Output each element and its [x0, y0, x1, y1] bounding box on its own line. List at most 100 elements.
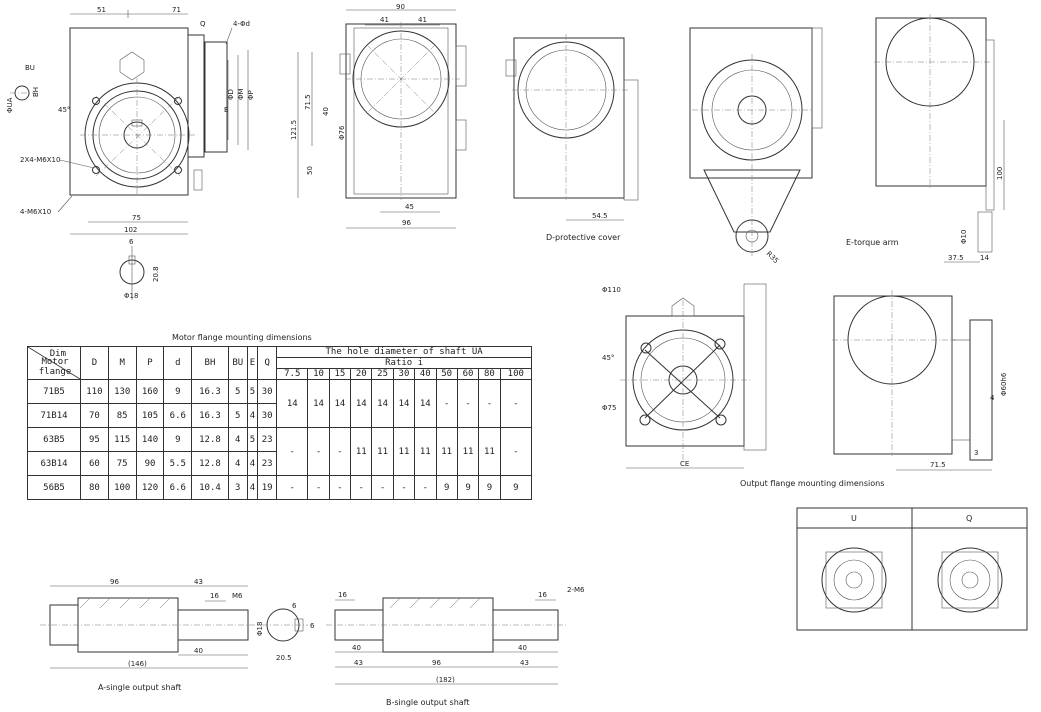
dim-b-43b: 43 — [520, 659, 529, 667]
cell: 4 — [227, 451, 248, 476]
dim-phi10: Φ10 — [960, 230, 968, 244]
dim-14: 14 — [980, 254, 989, 262]
ua-cell: - — [307, 475, 330, 500]
corner-motor-flange-label: Motor flange — [38, 357, 72, 377]
caption-cover: D-protective cover — [546, 233, 621, 242]
dim-bolt-1: 2X4-M6X10 — [20, 156, 60, 164]
ua-cell: - — [328, 475, 352, 500]
dim-bolt-2: 4-M6X10 — [20, 208, 51, 216]
ratio-col: 25 — [371, 368, 394, 380]
row-name: 71B14 — [27, 403, 81, 428]
ua-cell: 14 — [276, 379, 309, 428]
cell: 10.4 — [191, 475, 229, 500]
col-header: M — [107, 346, 137, 380]
cell: 60 — [80, 451, 109, 476]
ua-cell: 14 — [307, 379, 330, 428]
cell: 120 — [135, 475, 165, 500]
table-corner-cell: Dim Motor flange — [27, 346, 81, 380]
cell: 110 — [80, 379, 109, 404]
table-title: Motor flange mounting dimensions — [172, 333, 312, 342]
ua-cell: - — [307, 427, 330, 476]
view-shaft-b: 16 16 2-M6 40 40 43 96 43 (182) B-single… — [326, 586, 585, 707]
ua-cell: - — [276, 427, 309, 476]
dim-a-146: (146) — [128, 660, 147, 668]
dim-715b: 71.5 — [930, 461, 946, 469]
cell: 140 — [135, 427, 165, 452]
cell: 12.8 — [191, 451, 229, 476]
dim-q: Q — [200, 20, 206, 28]
view-torque-arm: R35 — [689, 27, 823, 265]
cell: 75 — [107, 451, 137, 476]
dim-41a: 41 — [380, 16, 389, 24]
dim-x-18: Φ18 — [256, 622, 264, 636]
dim-ua: ΦUA — [6, 97, 14, 113]
dim-41b: 41 — [418, 16, 427, 24]
ua-cell: 14 — [414, 379, 437, 428]
cell: 16.3 — [191, 379, 229, 404]
cell: 90 — [135, 451, 165, 476]
dim-m: ΦM — [237, 88, 245, 100]
dim-holes: 4-Φd — [233, 20, 250, 28]
cell: 3 — [227, 475, 248, 500]
dim-phi18: Φ18 — [124, 292, 138, 300]
cell: 4 — [246, 451, 259, 476]
cell: 70 — [80, 403, 109, 428]
uq-box: U Q — [796, 507, 1028, 631]
dim-r35: R35 — [765, 250, 780, 265]
table-row-71b5: 71B5 110 130 160 9 16.3 5 5 30 14 14 14 … — [27, 379, 533, 428]
dim-a-40: 40 — [194, 647, 203, 655]
ua-cell: - — [499, 427, 533, 476]
row-name: 63B14 — [27, 451, 81, 476]
cell: 160 — [135, 379, 165, 404]
dim-d: ΦD — [227, 89, 235, 100]
ratio-col: 50 — [435, 368, 458, 380]
col-header: D — [80, 346, 109, 380]
ua-cell: 11 — [478, 427, 501, 476]
dim-208: 20.8 — [152, 266, 160, 282]
dim-b-m6: 2-M6 — [567, 586, 585, 594]
cell: 95 — [80, 427, 109, 452]
ua-cell: 14 — [371, 379, 394, 428]
label-q: Q — [966, 514, 972, 523]
dim-a-16: 16 — [210, 592, 219, 600]
cell: 4 — [246, 403, 259, 428]
dim-x-205: 20.5 — [276, 654, 292, 662]
view-motor-flange-front: 51 71 Q 4-Φd ΦD ΦM ΦP E BU BH ΦUA 45° 2X… — [6, 6, 255, 300]
cell: 5 — [246, 379, 259, 404]
ratio-col: 20 — [350, 368, 373, 380]
cell: 6.6 — [163, 475, 193, 500]
ratio-col: 10 — [307, 368, 330, 380]
cell: 12.8 — [191, 427, 229, 452]
dim-e: E — [224, 106, 228, 114]
ua-cell: 14 — [392, 379, 416, 428]
ratio-col: 7.5 — [276, 368, 309, 380]
view-protective-cover: 54.5 D-protective cover — [505, 34, 639, 242]
dim-a-m6: M6 — [232, 592, 243, 600]
ua-cell: - — [350, 475, 373, 500]
dim-b-40b: 40 — [518, 644, 527, 652]
ua-cell: 11 — [456, 427, 480, 476]
dim-71: 71 — [172, 6, 181, 14]
cell: 5 — [227, 379, 248, 404]
dim-a-96: 96 — [110, 578, 119, 586]
dim-phi110: Φ110 — [602, 286, 621, 294]
dim-76: Φ76 — [338, 125, 346, 140]
dim-phi60: Φ60h6 — [1000, 372, 1008, 396]
caption-arm: E-torque arm — [846, 238, 899, 247]
view-output-flange-front: Φ110 45° Φ75 CE — [602, 283, 767, 469]
corner-dim-label: Dim — [49, 349, 66, 359]
cell: 4 — [227, 427, 248, 452]
ua-cell: 14 — [350, 379, 373, 428]
caption-shaft-b: B-single output shaft — [386, 698, 469, 707]
ua-cell: 11 — [371, 427, 394, 476]
dim-angle-45: 45° — [58, 106, 70, 114]
cell: 19 — [257, 475, 278, 500]
cell: 16.3 — [191, 403, 229, 428]
ua-cell: 11 — [435, 427, 458, 476]
cell: 130 — [107, 379, 137, 404]
cell: 5 — [246, 427, 259, 452]
dim-45: 45 — [405, 203, 414, 211]
cell: 4 — [246, 475, 259, 500]
cell: 23 — [257, 427, 278, 452]
dim-phi75: Φ75 — [602, 404, 616, 412]
